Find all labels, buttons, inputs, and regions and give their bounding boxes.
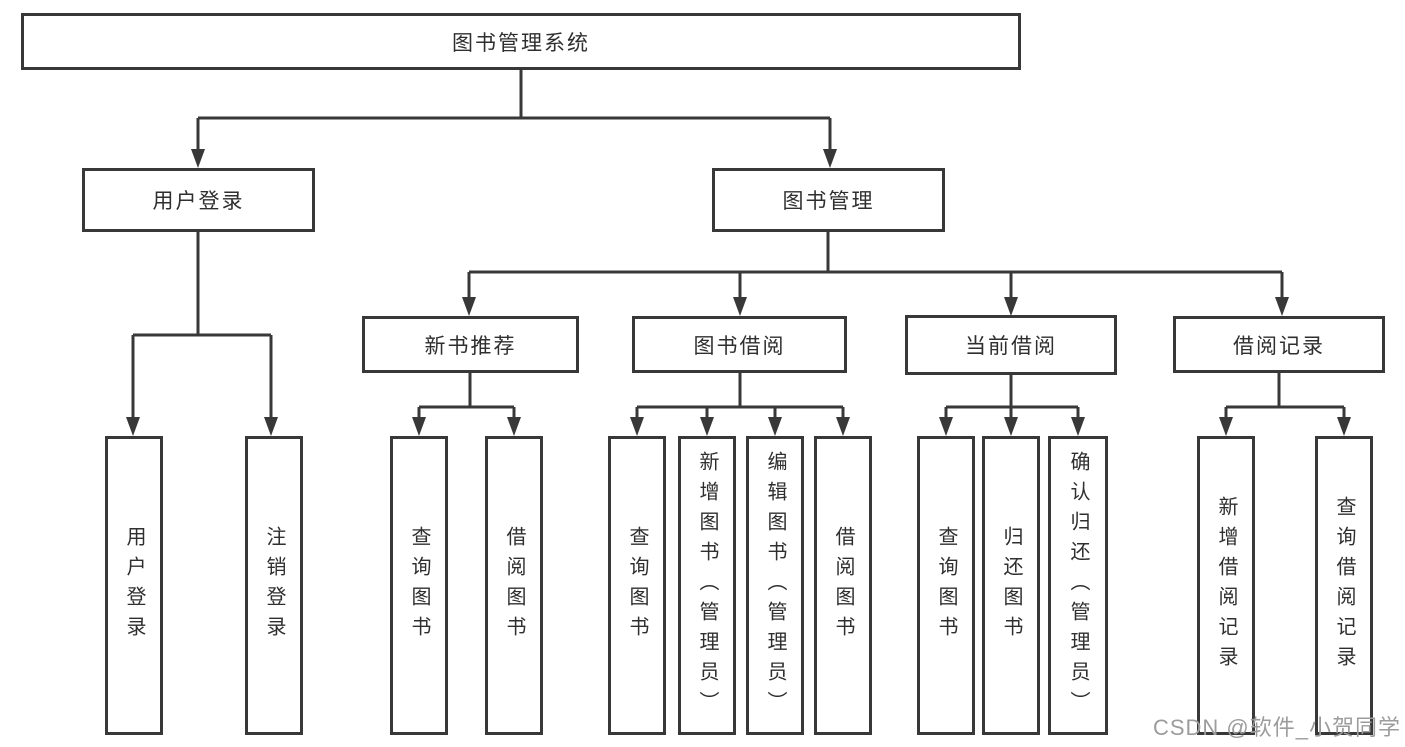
- leaf-br-add-record: 新增借阅记录: [1197, 436, 1255, 735]
- node-borrow-records: 借阅记录: [1173, 316, 1385, 373]
- leaf-nbr-borrow-books: 借阅图书: [485, 436, 543, 735]
- leaf-cb-query-books: 查询图书: [917, 436, 975, 735]
- leaf-bb-add-books-admin-label: 新增图书（管理员）: [696, 450, 718, 721]
- node-current-borrow-label: 当前借阅: [965, 335, 1057, 358]
- node-book-borrow-label: 图书借阅: [693, 334, 786, 358]
- node-user-login-label: 用户登录: [152, 190, 245, 213]
- leaf-bb-edit-books-admin-label: 编辑图书（管理员）: [764, 450, 786, 721]
- leaf-user-login-label: 用户登录: [123, 525, 145, 646]
- node-new-book-recommend-label: 新书推荐: [424, 334, 517, 358]
- leaf-br-query-record-label: 查询借阅记录: [1333, 495, 1355, 676]
- leaf-cb-confirm-return-admin-label: 确认归还（管理员）: [1067, 450, 1089, 721]
- leaf-cb-query-books-label: 查询图书: [935, 525, 957, 646]
- leaf-nbr-query-books-label: 查询图书: [408, 525, 430, 646]
- leaf-cb-confirm-return-admin: 确认归还（管理员）: [1048, 436, 1108, 735]
- csdn-watermark: CSDN @软件_小贺同学: [1152, 715, 1401, 740]
- leaf-cb-return-books-label: 归还图书: [1000, 525, 1022, 646]
- leaf-br-add-record-label: 新增借阅记录: [1215, 495, 1237, 676]
- node-borrow-records-label: 借阅记录: [1233, 334, 1325, 358]
- leaf-bb-add-books-admin: 新增图书（管理员）: [678, 436, 736, 735]
- node-root: 图书管理系统: [21, 13, 1021, 70]
- leaf-bb-borrow-books: 借阅图书: [814, 436, 872, 735]
- node-book-management-label: 图书管理: [782, 190, 875, 213]
- leaf-bb-query-books-label: 查询图书: [626, 525, 648, 646]
- leaf-cb-return-books: 归还图书: [982, 436, 1040, 735]
- leaf-bb-edit-books-admin: 编辑图书（管理员）: [746, 436, 804, 735]
- node-root-label: 图书管理系统: [452, 31, 590, 55]
- node-book-borrow: 图书借阅: [632, 316, 847, 373]
- node-user-login: 用户登录: [82, 168, 315, 232]
- leaf-bb-query-books: 查询图书: [608, 436, 666, 735]
- leaf-logout: 注销登录: [245, 436, 303, 735]
- node-book-management: 图书管理: [712, 168, 945, 232]
- leaf-logout-label: 注销登录: [263, 525, 285, 646]
- leaf-nbr-borrow-books-label: 借阅图书: [503, 525, 525, 646]
- leaf-nbr-query-books: 查询图书: [390, 436, 448, 735]
- leaf-br-query-record: 查询借阅记录: [1315, 436, 1373, 735]
- leaf-bb-borrow-books-label: 借阅图书: [832, 525, 854, 646]
- leaf-user-login: 用户登录: [105, 436, 163, 735]
- node-current-borrow: 当前借阅: [905, 315, 1117, 375]
- node-new-book-recommend: 新书推荐: [362, 316, 579, 373]
